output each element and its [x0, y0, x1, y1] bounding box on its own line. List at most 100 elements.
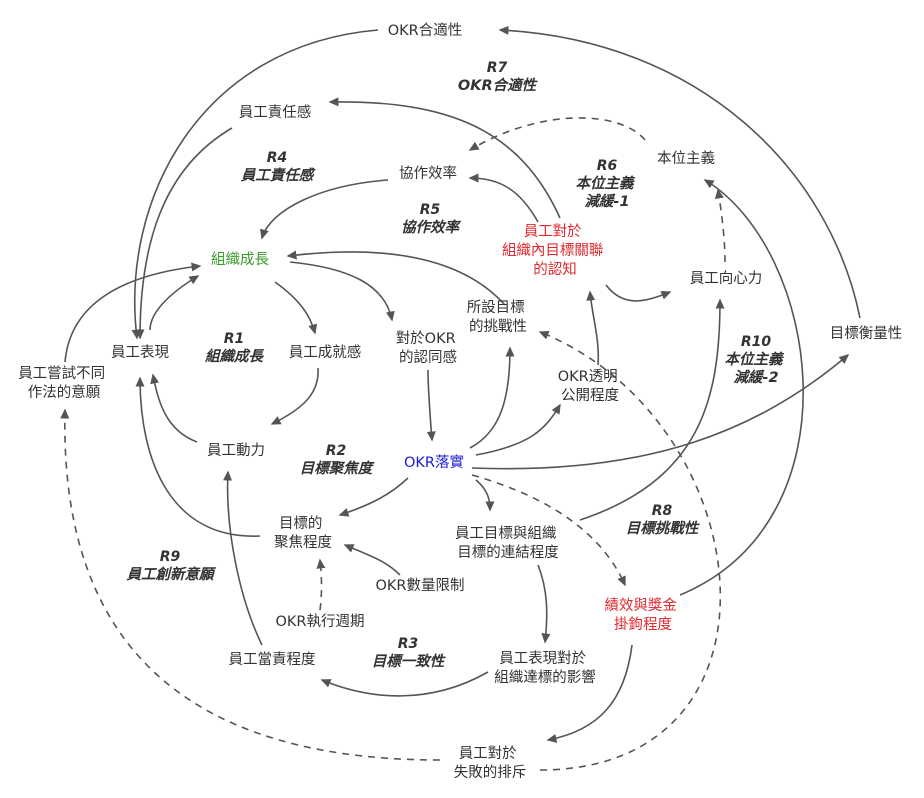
edge-fear-to-challenge	[538, 330, 721, 771]
loop-r1-name: 組織成長	[204, 348, 264, 365]
edge-achievement-to-motivation	[270, 367, 319, 425]
node-measurability: 目標衡量性	[830, 325, 903, 342]
nodes: OKR合適性 員工責任感 協作效率 本位主義 員工對於 組織內目標關聯 的認知 …	[18, 21, 902, 781]
loop-r7-id: R7	[487, 60, 508, 76]
node-perception-line-2: 組織內目標關聯	[502, 242, 604, 259]
node-responsibility: 員工責任感	[239, 104, 312, 121]
loop-r10-name-line-1: 本位主義	[724, 351, 784, 368]
loop-r6-name-line-2: 減緩-1	[584, 193, 629, 210]
node-cycle: OKR執行週期	[276, 613, 365, 630]
edge-try-new-to-org-growth	[64, 262, 202, 363]
edge-silo-to-collaboration	[468, 117, 646, 151]
loop-r4-name: 員工責任感	[240, 167, 316, 184]
node-transparency-line-1: OKR透明	[558, 368, 618, 385]
node-impact-line-1: 員工表現對於	[499, 650, 586, 667]
edge-identification-to-okr-landing	[426, 369, 436, 442]
edge-alignment-to-cohesion	[579, 298, 725, 521]
node-try-new-line-1: 員工嘗試不同	[18, 365, 105, 382]
loop-r1-id: R1	[224, 331, 245, 347]
edge-cohesion-to-silo	[714, 188, 726, 263]
node-okr-landing: OKR落實	[404, 453, 464, 471]
edge-impact-to-ownership	[320, 671, 489, 697]
edge-collaboration-to-org-growth	[260, 179, 389, 240]
edge-measurability-to-okr-fit	[498, 25, 861, 319]
loop-r2-name: 目標聚焦度	[300, 460, 375, 477]
node-achievement: 員工成就感	[289, 344, 362, 361]
loop-labels: R7 OKR合適性 R4 員工責任感 R6 本位主義 減緩-1 R5 協作效率 …	[126, 60, 787, 670]
edge-okr-fit-to-performance	[131, 29, 379, 340]
loop-r10-name-line-2: 減緩-2	[733, 369, 778, 386]
loop-r5-name: 協作效率	[401, 219, 461, 236]
edge-okr-limit-to-focus	[343, 544, 401, 576]
edges	[60, 25, 861, 771]
node-transparency: OKR透明 公開程度	[558, 368, 623, 404]
node-compensation-line-1: 績效與獎金	[604, 597, 677, 614]
edge-challenge-to-org-growth	[286, 250, 506, 306]
loop-r3-name: 目標一致性	[372, 653, 447, 670]
node-identification: 對於OKR 的認同感	[396, 330, 461, 366]
node-perception-line-3: 的認知	[533, 261, 577, 278]
edge-alignment-to-impact	[537, 564, 551, 644]
node-org-growth: 組織成長	[211, 251, 269, 268]
node-alignment-line-2: 目標的連結程度	[457, 544, 559, 561]
node-transparency-line-2: 公開程度	[561, 387, 619, 404]
node-compensation: 績效與獎金 掛鉤程度	[604, 597, 681, 633]
node-alignment-line-1: 員工目標與組織	[455, 525, 557, 542]
node-try-new: 員工嘗試不同 作法的意願	[18, 365, 110, 401]
node-focus: 目標的 聚焦程度	[274, 515, 332, 551]
edge-compensation-to-silo	[679, 179, 804, 596]
loop-r3-id: R3	[398, 636, 419, 652]
node-ownership: 員工當責程度	[229, 651, 316, 668]
loop-r4-id: R4	[267, 150, 288, 166]
edge-org-growth-to-achievement	[274, 281, 318, 335]
edge-perception-to-responsibility	[328, 97, 561, 219]
edge-okr-landing-to-alignment	[475, 479, 495, 512]
node-focus-line-2: 聚焦程度	[274, 534, 332, 551]
edge-okr-landing-to-focus	[338, 477, 409, 517]
node-challenge-line-1: 所設目標	[467, 299, 525, 316]
edge-okr-landing-to-compensation	[471, 474, 626, 587]
node-fear-line-1: 員工對於	[459, 745, 517, 762]
node-performance: 員工表現	[111, 344, 169, 361]
loop-r5-id: R5	[420, 202, 441, 218]
node-fear: 員工對於 失敗的排斥	[454, 745, 527, 781]
node-okr-fit: OKR合適性	[388, 21, 463, 39]
node-alignment: 員工目標與組織 目標的連結程度	[455, 525, 561, 561]
node-identification-line-2: 的認同感	[399, 349, 457, 366]
edge-fear-to-try-new	[60, 408, 441, 761]
edge-responsibility-to-performance	[135, 127, 233, 340]
node-perception-line-1: 員工對於	[524, 223, 582, 240]
loop-r8-id: R8	[652, 503, 673, 519]
node-impact: 員工表現對於 組織達標的影響	[494, 650, 596, 686]
edge-focus-to-performance	[135, 376, 261, 537]
loop-r10-id: R10	[741, 334, 772, 350]
edge-cycle-to-focus	[316, 558, 326, 611]
loop-r6-name-line-1: 本位主義	[575, 175, 635, 192]
edge-compensation-to-fear	[546, 644, 633, 743]
node-fear-line-2: 失敗的排斥	[454, 764, 527, 781]
edge-motivation-to-performance	[150, 373, 198, 443]
node-identification-line-1: 對於OKR	[396, 330, 456, 347]
node-challenge: 所設目標 的挑戰性	[467, 299, 530, 335]
edge-perception-to-collaboration	[468, 173, 539, 223]
loop-r9-name: 員工創新意願	[126, 566, 217, 583]
loop-r10-name: 本位主義 減緩-2	[724, 351, 787, 386]
node-compensation-line-2: 掛鉤程度	[614, 616, 672, 633]
edge-org-growth-to-identification	[289, 261, 395, 322]
node-try-new-line-2: 作法的意願	[28, 383, 101, 401]
node-silo: 本位主義	[657, 150, 715, 167]
edge-performance-to-org-growth	[149, 275, 200, 331]
edge-okr-landing-to-challenge	[469, 346, 515, 449]
edge-ownership-to-motivation	[223, 470, 263, 646]
edge-okr-landing-to-measurability	[471, 354, 850, 470]
loop-r6-id: R6	[597, 158, 618, 174]
node-impact-line-2: 組織達標的影響	[494, 668, 596, 686]
node-focus-line-1: 目標的	[279, 515, 323, 532]
edge-okr-landing-to-transparency	[475, 403, 561, 456]
loop-r7-name: OKR合適性	[458, 77, 539, 94]
loop-r6-name: 本位主義 減緩-1	[575, 175, 638, 210]
node-perception: 員工對於 組織內目標關聯 的認知	[502, 223, 608, 278]
node-motivation: 員工動力	[207, 442, 265, 459]
edge-transparency-to-perception	[586, 290, 600, 366]
